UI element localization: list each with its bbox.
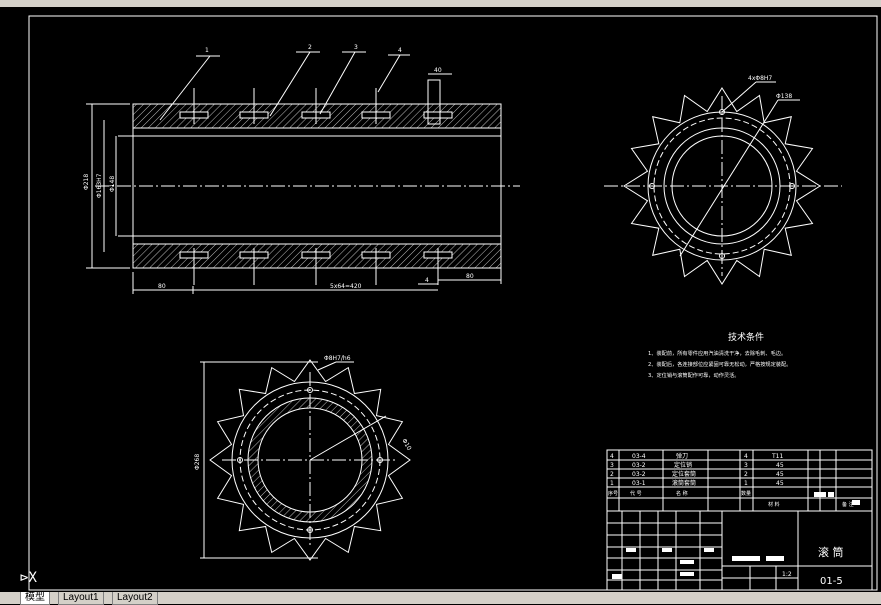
bom-row3-name: 定位套筒: [672, 470, 696, 478]
technical-requirements: 技术条件 1、装配前，所有零件应用汽油清洗干净，去除毛刺、毛边。 2、装配后，各…: [648, 331, 791, 379]
bom-row3-no: 2: [610, 471, 614, 478]
balloon-1: 1: [205, 47, 209, 54]
side-end-view: [604, 81, 842, 285]
dim-bottom-small: 4: [425, 277, 429, 284]
bom-text: 4 03-4 弹刀 4 T11 3 03-2 定位销 3 45 2 03-2 定…: [608, 452, 854, 508]
dim-inner-dia: Φ148: [109, 176, 116, 192]
drawing-frame: [28, 15, 878, 591]
balloon-2: 2: [308, 44, 312, 51]
ucs-arrow-icon: ⊳: [20, 570, 29, 586]
bom-row3-qty: 2: [744, 471, 748, 478]
star-wheel-right: [623, 87, 821, 285]
dim-top-small: 40: [434, 67, 442, 74]
bom-row3-code: 03-2: [632, 471, 646, 478]
bom-row1-no: 4: [610, 453, 614, 460]
bom-row4-code: 03-1: [632, 480, 646, 487]
bom-header-code: 代 号: [630, 490, 642, 497]
bom-row2-qty: 3: [744, 462, 748, 469]
bottom-pin-slots: [179, 248, 453, 285]
dim-side-holes: 4xΦ8H7: [748, 75, 772, 82]
tech-req-item-2: 2、装配后，各连接部位应紧固可靠无松动，严格按规定装配。: [648, 360, 791, 368]
bom-row4-mat: 45: [776, 480, 784, 487]
star-wheel-bottom: [209, 359, 411, 561]
dim-bottom-holes: Φ8H7/h6: [324, 355, 351, 362]
title-block: [606, 510, 873, 591]
dim-outer-dia: Φ218: [83, 174, 90, 190]
dim-bottom-span: 5x64=420: [330, 283, 362, 290]
title-block-drawing-no: 01-5: [820, 576, 843, 587]
dim-bottom-left: 80: [158, 283, 166, 290]
top-pin-slots: [179, 79, 453, 125]
bom-row1-code: 03-4: [632, 453, 646, 460]
tab-layout2[interactable]: Layout2: [112, 592, 158, 605]
bom-header-note: 备 注: [842, 501, 854, 508]
bom-row3-mat: 45: [776, 471, 784, 478]
dim-bottom-outer-dia: Φ268: [194, 454, 201, 470]
ucs-x-label: X: [28, 570, 37, 586]
balloon-3: 3: [354, 44, 358, 51]
dim-mid-dia: Φ163H7: [96, 173, 103, 198]
tab-model[interactable]: 模型: [20, 592, 50, 605]
title-block-fills: [612, 492, 860, 579]
bom-row1-qty: 4: [744, 453, 748, 460]
dim-bottom-right: 80: [466, 273, 474, 280]
bom-header-no: 序号: [608, 490, 618, 497]
bom-row1-name: 弹刀: [676, 452, 688, 460]
title-block-scale: 1:2: [782, 571, 792, 578]
bom-table: [606, 449, 873, 512]
tab-layout1[interactable]: Layout1: [58, 592, 104, 605]
bom-row1-mat: T11: [771, 453, 783, 460]
tech-req-item-1: 1、装配前，所有零件应用汽油清洗干净，去除毛刺、毛边。: [648, 349, 786, 357]
bom-row2-no: 3: [610, 462, 614, 469]
front-section-view: [86, 51, 520, 294]
window-top-strip: [0, 0, 881, 7]
bom-row4-qty: 1: [744, 480, 748, 487]
bom-row4-no: 1: [610, 480, 614, 487]
tech-req-title: 技术条件: [728, 331, 764, 343]
layout-tab-bar: 模型 Layout1 Layout2: [0, 592, 881, 605]
bom-header-qty: 数量: [741, 490, 751, 497]
bom-header-name: 名 称: [676, 490, 688, 497]
bom-row2-mat: 45: [776, 462, 784, 469]
bom-row2-name: 定位销: [674, 461, 692, 469]
drawing-canvas[interactable]: 1 2 3 4 40 Φ218 Φ163H7 Φ148 80 5x64=420 …: [0, 0, 881, 592]
dim-side-dia: Φ138: [776, 93, 792, 100]
tech-req-item-3: 3、定位销与滚筒配作可靠，动作灵活。: [648, 371, 740, 379]
front-view-texts: 1 2 3 4 40 Φ218 Φ163H7 Φ148 80 5x64=420 …: [83, 44, 474, 290]
bom-row2-code: 03-2: [632, 462, 646, 469]
bottom-section-view: [200, 359, 411, 561]
dim-bottom-small: Φ10: [400, 438, 412, 452]
title-block-name: 滚 筒: [818, 545, 844, 559]
balloon-4: 4: [398, 47, 402, 54]
bom-header-mat: 材 料: [768, 501, 780, 508]
bom-row4-name: 滚筒套筒: [672, 479, 696, 487]
ucs-icon: ⊳X: [20, 570, 37, 586]
